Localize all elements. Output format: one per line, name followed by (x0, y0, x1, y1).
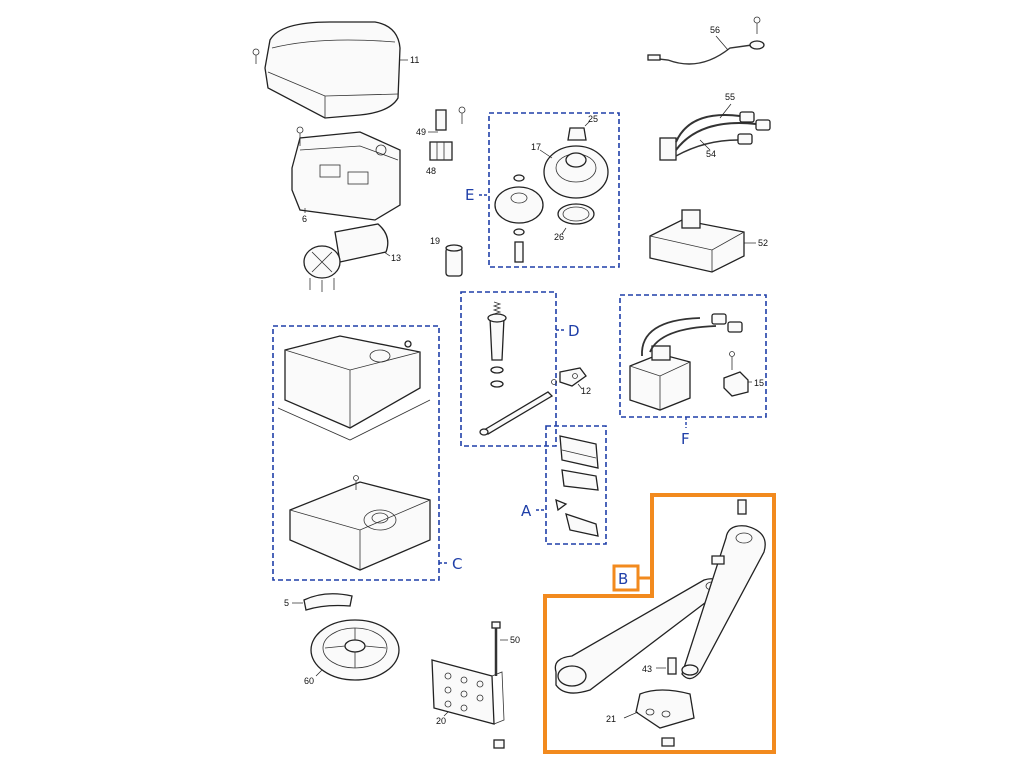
label-20: 20 (436, 716, 446, 726)
label-11: 11 (410, 55, 419, 65)
part-gearbox-bottom (289, 475, 431, 571)
part-small-gear (494, 174, 544, 263)
label-48: 48 (426, 166, 436, 176)
label-52: 52 (758, 238, 768, 248)
group-c-frame (272, 325, 440, 581)
group-d-frame (460, 291, 557, 447)
label-15: 15 (754, 378, 764, 388)
part-gearbox-top (277, 335, 431, 441)
part-60-wheel (310, 619, 400, 681)
part-5-gear-segment (292, 593, 353, 611)
label-13: 13 (391, 253, 401, 263)
group-a-frame (545, 425, 607, 545)
group-a-label: A (521, 502, 532, 520)
label-60: 60 (304, 676, 314, 686)
part-48-terminal (429, 141, 453, 161)
group-e-frame (488, 112, 620, 268)
part-19-spacer (445, 244, 463, 277)
label-5: 5 (284, 598, 289, 608)
label-49: 49 (416, 127, 426, 137)
part-transformer (629, 313, 743, 411)
part-d-shaft-assembly (479, 301, 554, 436)
part-17-large-gear (539, 145, 609, 199)
part-55-54-harness (659, 103, 771, 161)
label-55: 55 (725, 92, 735, 102)
part-49-clip (428, 106, 466, 133)
part-43-pin (656, 657, 677, 675)
part-56-cable (647, 16, 765, 65)
label-6: 6 (302, 214, 307, 224)
group-b-label: B (618, 570, 628, 588)
part-52-board (649, 209, 756, 273)
group-e-label: E (465, 186, 474, 204)
part-6-housing (291, 126, 401, 221)
part-25-cap (567, 120, 591, 141)
part-20-plate (431, 659, 505, 749)
group-b-frame (543, 493, 776, 754)
part-21-bracket (623, 689, 695, 747)
group-f-frame (619, 294, 767, 418)
label-54: 54 (706, 149, 716, 159)
label-56: 56 (710, 25, 720, 35)
label-21: 21 (606, 714, 616, 724)
label-26: 26 (554, 232, 564, 242)
label-17: 17 (531, 142, 541, 152)
part-b-arms (554, 499, 766, 694)
group-c-label: C (452, 555, 462, 573)
label-12: 12 (581, 386, 591, 396)
part-15-terminal (723, 351, 752, 397)
part-26-ring (557, 203, 595, 235)
label-50: 50 (510, 635, 520, 645)
label-43: 43 (642, 664, 652, 674)
part-13-motor (303, 223, 391, 292)
part-a-clips (555, 435, 599, 537)
part-11-cover (252, 21, 408, 119)
group-d-label: D (568, 322, 580, 340)
part-50-bolt (491, 621, 508, 676)
part-12-bracket (551, 367, 587, 390)
label-19: 19 (430, 236, 440, 246)
label-25: 25 (588, 114, 598, 124)
group-f-label: F (681, 430, 690, 448)
